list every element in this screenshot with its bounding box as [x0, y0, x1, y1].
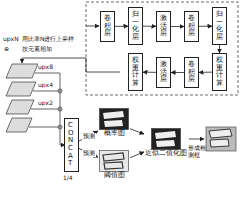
map-caption: 概率图: [98, 130, 130, 137]
map-node: 阈值图: [98, 150, 130, 179]
layer-label: CONCAT: [68, 122, 75, 168]
map-node: 概率图: [98, 108, 130, 137]
output-arrow: [189, 139, 204, 140]
layer-label: 归一化层: [132, 11, 139, 42]
connector: [219, 45, 220, 53]
layer-box: CONCAT: [64, 118, 79, 172]
layer-label: 卷积层: [188, 61, 195, 84]
layer-label: 权重计算: [216, 57, 223, 88]
annotation: upxN: [3, 36, 19, 43]
module-frame: [86, 2, 238, 95]
layer-label: 激活层: [160, 15, 167, 38]
edge-label: 预测: [82, 133, 96, 140]
connector: [171, 72, 184, 73]
edge-label: 预测: [82, 150, 96, 157]
layer-box: 卷积层: [184, 57, 199, 88]
connector: [199, 26, 212, 27]
annotation: ⊕: [4, 46, 9, 53]
layer-box: 卷积层: [100, 11, 115, 42]
layer-box: 归一化层: [212, 7, 227, 45]
layer-label: 卷积层: [188, 15, 195, 38]
annotation: upx2: [38, 100, 53, 107]
annotation: upx4: [38, 82, 53, 89]
connector: [199, 72, 212, 73]
connector: [130, 152, 144, 158]
map-caption: 阈值图: [98, 172, 130, 179]
layer-label: 卷积层: [104, 15, 111, 38]
layer-box: 归一化层: [128, 7, 143, 45]
layer-label: 归一化层: [216, 11, 223, 42]
map-image: [99, 150, 129, 172]
map-caption: 近似二值化图: [144, 150, 188, 157]
map-image: [151, 128, 181, 150]
connector: [143, 26, 156, 27]
map-image: [99, 108, 129, 130]
connector: [79, 148, 98, 157]
upsample-wires: [29, 73, 65, 145]
detection-result-image: [206, 127, 236, 151]
add-symbol: [58, 89, 62, 129]
input-arrow: [86, 26, 99, 27]
annotation: 形成检测框: [188, 145, 208, 158]
layer-box: 激活层: [156, 11, 171, 42]
annotation: 按元素相加: [22, 46, 52, 53]
layer-box: 权重计算: [128, 53, 143, 91]
layer-box: 权重计算: [212, 53, 227, 91]
layer-box: 激活层: [156, 57, 171, 88]
annotation: 1/4: [63, 175, 73, 182]
connector: [171, 26, 184, 27]
annotation: 用比率N进行上采样: [22, 36, 75, 43]
layer-label: 激活层: [160, 61, 167, 84]
feature-pyramid: [6, 64, 38, 132]
connector: [115, 26, 128, 27]
layer-box: 卷积层: [184, 11, 199, 42]
layer-label: 权重计算: [132, 57, 139, 88]
map-node: 近似二值化图: [144, 128, 188, 157]
annotation: upx8: [38, 64, 53, 71]
connector: [143, 72, 156, 73]
connector: [79, 131, 98, 141]
connector: [130, 129, 144, 134]
